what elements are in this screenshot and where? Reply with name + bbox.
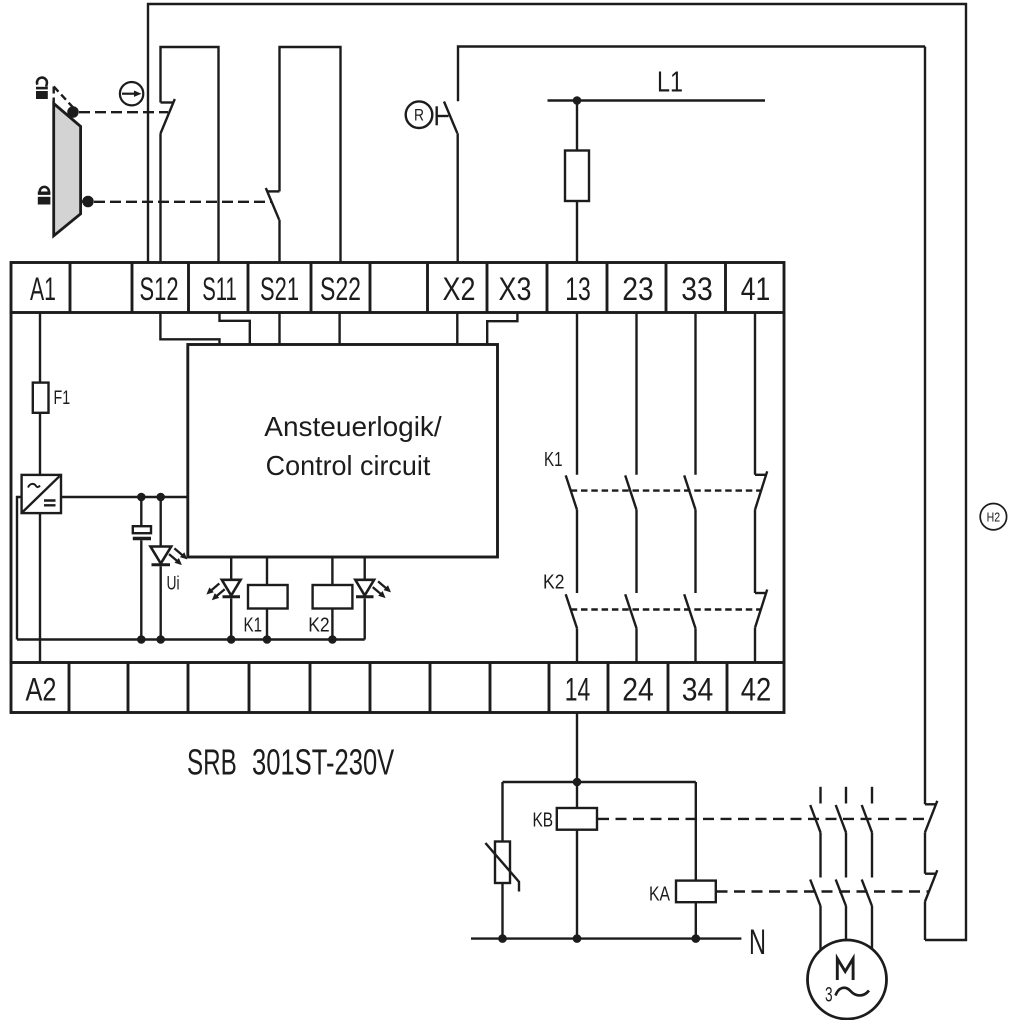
svg-text:14: 14 (565, 672, 591, 708)
svg-text:S22: S22 (320, 270, 361, 307)
svg-text:KB: KB (533, 809, 554, 831)
svg-text:301ST-230V: 301ST-230V (252, 742, 394, 782)
svg-text:3: 3 (825, 983, 833, 1007)
svg-text:K2: K2 (543, 570, 564, 592)
svg-text:S21: S21 (260, 271, 299, 307)
svg-text:S12: S12 (139, 271, 178, 307)
svg-text:A1: A1 (30, 270, 56, 307)
svg-text:K1: K1 (244, 613, 262, 636)
svg-text:H2: H2 (987, 509, 1000, 524)
svg-text:F1: F1 (54, 387, 71, 408)
svg-text:R: R (414, 107, 424, 125)
svg-text:X3: X3 (499, 272, 532, 308)
svg-text:KA: KA (649, 883, 670, 905)
svg-text:24: 24 (622, 672, 654, 708)
svg-text:Control circuit: Control circuit (266, 449, 431, 481)
svg-text:Ansteuerlogik/: Ansteuerlogik/ (264, 411, 442, 442)
svg-text:A2: A2 (26, 673, 57, 709)
svg-text:K2: K2 (308, 613, 329, 635)
svg-text:K1: K1 (544, 448, 562, 471)
svg-text:L1: L1 (657, 65, 683, 98)
svg-text:Ui: Ui (167, 572, 180, 594)
svg-text:41: 41 (741, 272, 771, 308)
svg-text:34: 34 (682, 672, 714, 708)
svg-text:N: N (749, 923, 766, 962)
svg-text:S11: S11 (202, 270, 237, 307)
svg-text:33: 33 (681, 271, 713, 307)
svg-text:13: 13 (565, 271, 591, 307)
svg-text:SRB: SRB (187, 742, 237, 783)
svg-text:X2: X2 (443, 272, 476, 308)
svg-text:42: 42 (741, 672, 772, 708)
svg-text:23: 23 (622, 271, 654, 307)
